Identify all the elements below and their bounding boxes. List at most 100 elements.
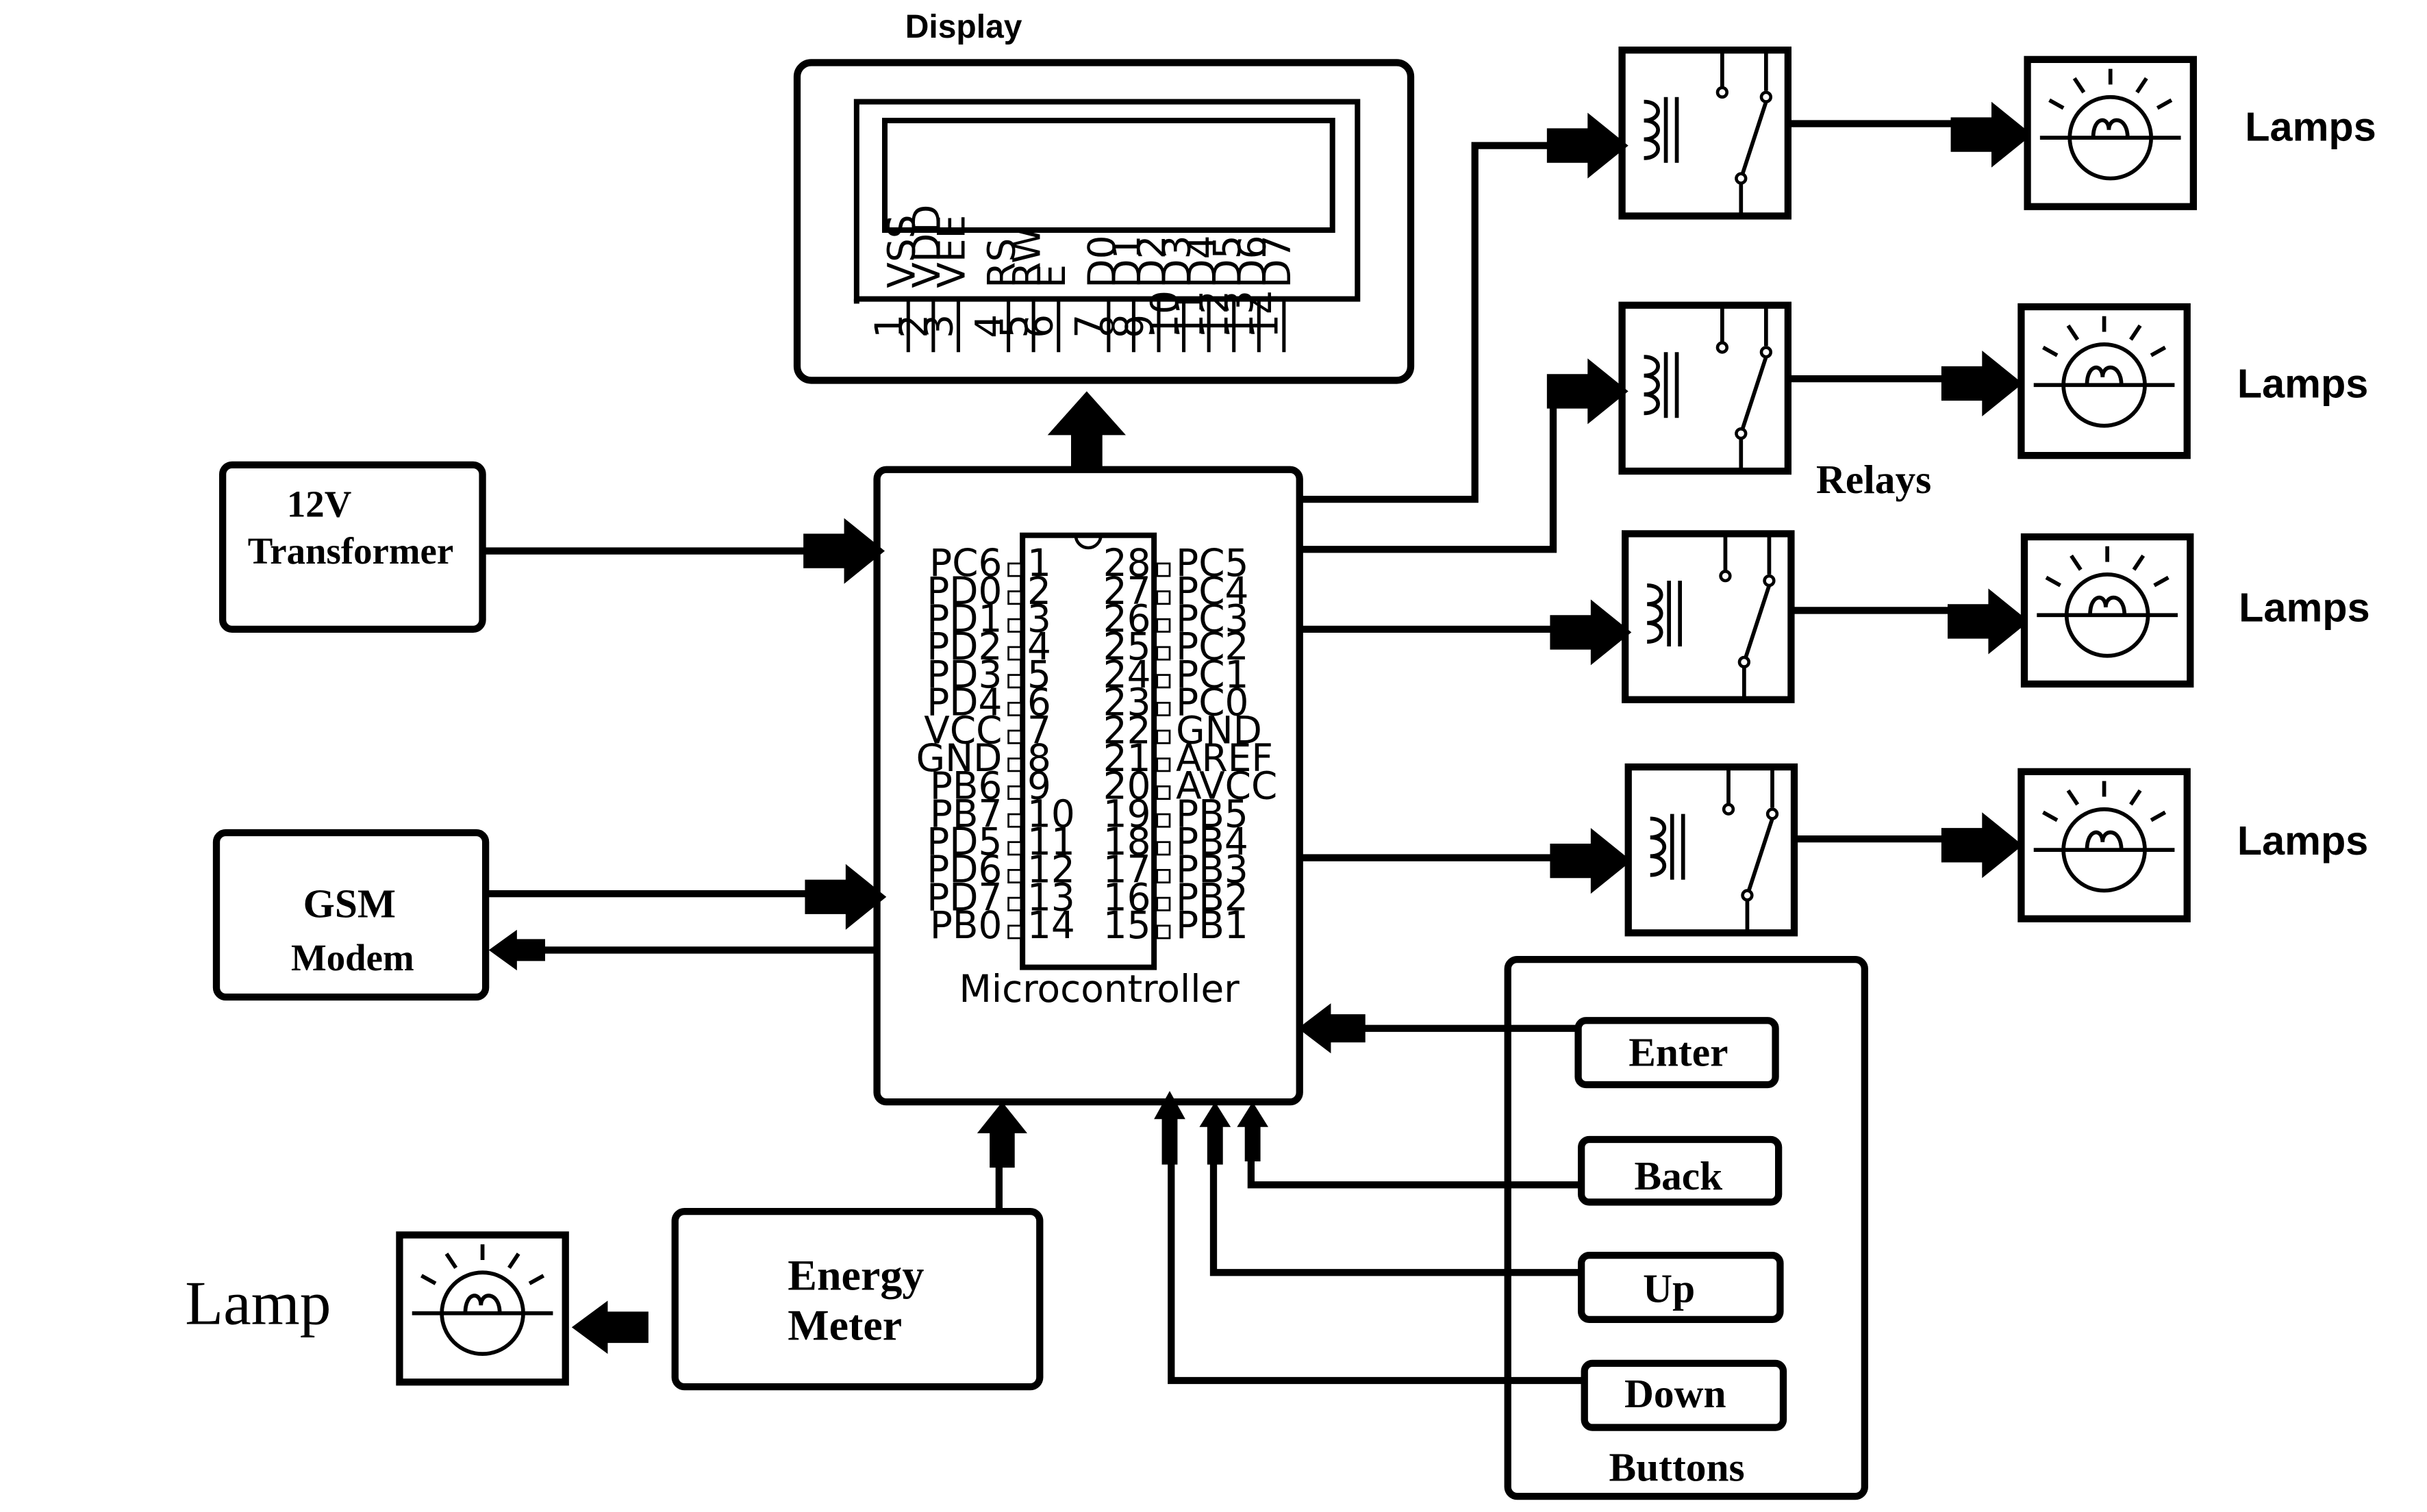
lcd-signal-label: VSS — [879, 214, 923, 288]
lcd-signal-label: D1 — [1105, 235, 1149, 288]
mcu-pin-pad — [1156, 674, 1171, 689]
energy-label-line2: Meter — [788, 1301, 902, 1350]
lcd-pin-number: 4 — [967, 314, 1011, 338]
lcd-pin-group: VSS1VDD2VEE3RS4RW5E6D07D18D29D310D411D51… — [867, 205, 1299, 353]
mcu-pin-pad — [1007, 562, 1022, 577]
energy-lamp — [396, 1231, 569, 1386]
mcu-pin-number: 7 — [1027, 708, 1051, 752]
mcu-pin-number: 22 — [1103, 708, 1151, 752]
lamp-4 — [2017, 768, 2191, 922]
gsm-modem-block — [212, 829, 490, 1001]
mcu-pin-name: PC0 — [1176, 681, 1248, 724]
mcu-pin-pad — [1156, 701, 1171, 716]
mcu-pin-number: 1 — [1027, 541, 1051, 585]
mcu-pin-pad — [1007, 729, 1022, 744]
down-button[interactable]: Down — [1581, 1359, 1787, 1431]
mcu-pin-pad — [1156, 896, 1171, 911]
mcu-pin-number: 18 — [1103, 820, 1151, 864]
mcu-pin-number: 9 — [1027, 764, 1051, 808]
mcu-pin-pad — [1156, 562, 1171, 577]
mcu-pin-number: 24 — [1103, 653, 1151, 696]
mcu-pin-pad — [1007, 785, 1022, 800]
mcu-pin-name: PC3 — [1176, 597, 1248, 641]
mcu-pin-number: 25 — [1103, 625, 1151, 668]
mcu-pin-name: PC4 — [1176, 569, 1248, 613]
lamp-2-arrow — [1941, 351, 2023, 416]
lcd-pin-number: 2 — [892, 314, 936, 338]
transformer-label-line2: Transformer — [248, 530, 454, 572]
mcu-pin-number: 2 — [1027, 569, 1051, 613]
microcontroller-label: Microcontroller — [959, 967, 1240, 1011]
relay-4 — [1624, 763, 1798, 937]
lamp-label: Lamp — [185, 1269, 331, 1338]
mcu-pin-pad — [1007, 590, 1022, 605]
mcu-pin-name: PD3 — [927, 653, 1002, 696]
lcd-signal-label: VEE — [930, 215, 974, 288]
mcu-pin-name: PC2 — [1176, 625, 1248, 668]
enter-button-label: Enter — [1629, 1030, 1728, 1075]
lamp-1-arrow — [1950, 101, 2033, 168]
back-arrow — [1237, 1102, 1268, 1161]
relay-3-arrow — [1550, 599, 1632, 666]
mcu-pin-number: 27 — [1103, 569, 1151, 613]
relay-1 — [1618, 47, 1791, 220]
mcu-pin-name: PB6 — [930, 764, 1003, 808]
energy-meter-block — [671, 1208, 1044, 1391]
lamp-3 — [2020, 533, 2194, 688]
mcu-pin-name: PB5 — [1176, 792, 1248, 835]
lcd-signal-label: D3 — [1155, 235, 1199, 288]
lcd-signal-label: D2 — [1130, 235, 1174, 288]
up-button[interactable]: Up — [1578, 1252, 1784, 1323]
mcu-pin-pad — [1156, 813, 1171, 828]
up-button-label: Up — [1643, 1266, 1695, 1311]
relay-1-arrow — [1546, 112, 1629, 179]
mcu-pin-number: 21 — [1103, 736, 1151, 780]
gsm-label-line1: GSM — [303, 881, 396, 926]
mcu-pin-number: 6 — [1027, 681, 1051, 724]
enter-button[interactable]: Enter — [1574, 1017, 1779, 1089]
mcu-pin-pad — [1007, 701, 1022, 716]
mcu-pin-number: 26 — [1103, 597, 1151, 641]
mcu-pin-number: 13 — [1027, 875, 1075, 919]
transformer-label-line1: 12V — [287, 483, 351, 525]
mcu-pin-number: 15 — [1103, 903, 1151, 947]
mcu-pin-pad — [1156, 618, 1171, 633]
energy-lamp-arrow — [571, 1300, 649, 1354]
mcu-pin-number: 20 — [1103, 764, 1151, 808]
back-button[interactable]: Back — [1578, 1135, 1783, 1206]
display-arrow — [1047, 391, 1126, 473]
mcu-pin-pad — [1007, 869, 1022, 884]
lcd-pin-number: 6 — [1018, 314, 1061, 338]
mcu-pin-number: 19 — [1103, 792, 1151, 835]
lcd-signal-label: D7 — [1255, 235, 1299, 288]
mcu-pin-pad — [1007, 646, 1022, 661]
lcd-signal-label: E — [1030, 264, 1074, 288]
mcu-pin-pad — [1007, 618, 1022, 633]
mcu-pin-pad — [1156, 646, 1171, 661]
mcu-pin-pad — [1007, 841, 1022, 856]
lcd-pin-number: 5 — [992, 314, 1036, 338]
transformer-arrow — [803, 518, 885, 584]
mcu-pin-name: AREF — [1176, 736, 1273, 780]
lamps-label-4: Lamps — [2237, 818, 2368, 864]
mcu-pin-name: GND — [916, 736, 1003, 780]
down-arrow — [1154, 1091, 1185, 1165]
mcu-pin-name: PD0 — [927, 569, 1002, 613]
mcu-pin-name: VCC — [924, 708, 1002, 752]
mcu-pin-number: 3 — [1027, 597, 1051, 641]
lcd-signal-label: RS — [980, 238, 1024, 288]
lamp-3-arrow — [1948, 588, 2029, 655]
mcu-pin-pad — [1156, 785, 1171, 800]
mcu-pin-pad — [1156, 841, 1171, 856]
lcd-pin-number: 14 — [1243, 290, 1287, 338]
display-label: Display — [905, 9, 1022, 45]
lcd-pin-number: 8 — [1092, 314, 1136, 338]
enter-arrow — [1298, 1003, 1366, 1054]
mcu-pin-name: PD1 — [927, 597, 1002, 641]
lcd-pin-number: 11 — [1168, 290, 1211, 338]
mcu-chip — [1020, 532, 1157, 970]
mcu-pin-pad — [1156, 590, 1171, 605]
lcd-pin-number: 13 — [1218, 290, 1261, 338]
mcu-pin-name: PB0 — [930, 903, 1003, 947]
